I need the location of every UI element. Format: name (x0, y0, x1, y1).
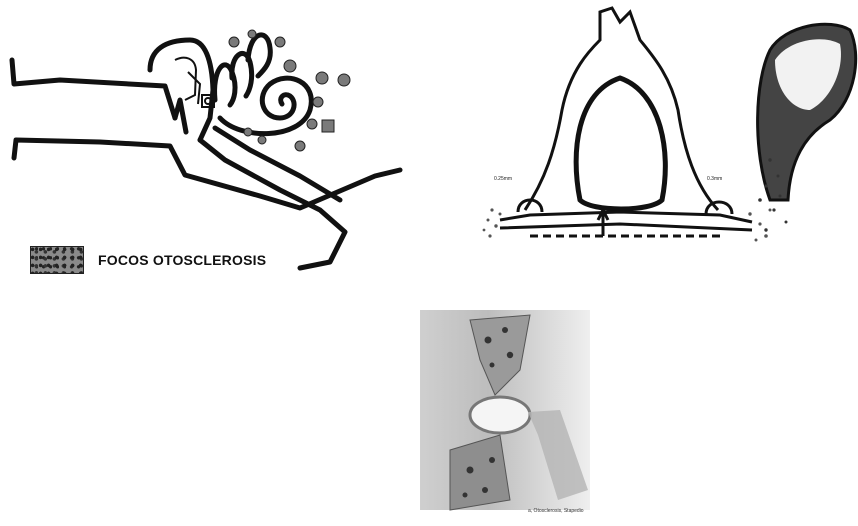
micrograph-panel: a, Otosclerosis, Stapedio (410, 300, 610, 521)
legend-label: FOCOS OTOSCLEROSIS (98, 252, 266, 268)
stapes-inner-arch (576, 78, 665, 209)
ear-schematic-panel: FOCOS OTOSCLEROSIS (0, 0, 420, 300)
right-measure-note: 0.3mm (707, 176, 722, 182)
middle-ear-cavity (150, 40, 213, 140)
legend-swatch (30, 246, 84, 274)
annular-right (706, 202, 732, 214)
left-measure-note: 0.25mm (494, 176, 512, 182)
micrograph-image (410, 300, 610, 521)
stapes-schematic-panel: 0.25mm 0.3mm (470, 0, 858, 260)
malleus (175, 58, 196, 100)
incus (188, 72, 200, 104)
stapes-outer-arch (525, 8, 718, 210)
stapes-footplate (500, 212, 752, 222)
ear-canal-lower (14, 140, 400, 208)
legend: FOCOS OTOSCLEROSIS (30, 246, 266, 274)
stapes-schematic (470, 0, 858, 260)
tympanic-membrane (175, 100, 186, 132)
micrograph-caption: a, Otosclerosis, Stapedio (528, 508, 584, 514)
